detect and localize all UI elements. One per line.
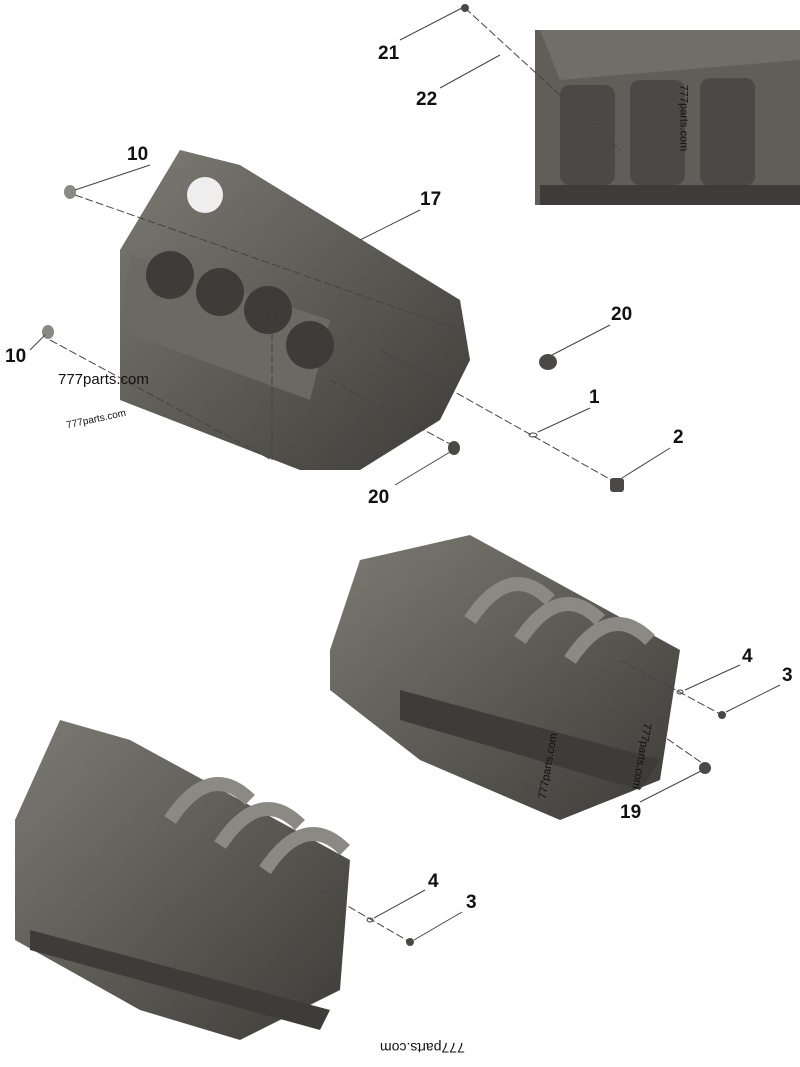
watermark: 777parts.com (677, 84, 690, 152)
watermark: 777parts.com (58, 371, 149, 388)
callout-19: 19 (620, 802, 642, 823)
leader-lines (29, 7, 781, 943)
callout-10: 10 (5, 346, 27, 367)
callout-20: 20 (368, 487, 390, 508)
watermark: 777parts.com (380, 1040, 465, 1056)
callout-10: 10 (127, 144, 149, 165)
engine-block-side-view-1 (330, 535, 680, 820)
engine-block-front-view (120, 150, 470, 470)
callout-4: 4 (428, 871, 439, 892)
callout-20: 20 (611, 304, 633, 325)
callout-4: 4 (742, 646, 753, 667)
inset-detail-view (535, 30, 800, 205)
callout-3: 3 (782, 665, 793, 686)
callout-1: 1 (589, 387, 600, 408)
callout-3: 3 (466, 892, 477, 913)
callout-22: 22 (416, 89, 438, 110)
callout-17: 17 (420, 189, 442, 210)
engine-block-side-view-2 (15, 720, 350, 1040)
callout-2: 2 (673, 427, 684, 448)
callout-21: 21 (378, 43, 400, 64)
